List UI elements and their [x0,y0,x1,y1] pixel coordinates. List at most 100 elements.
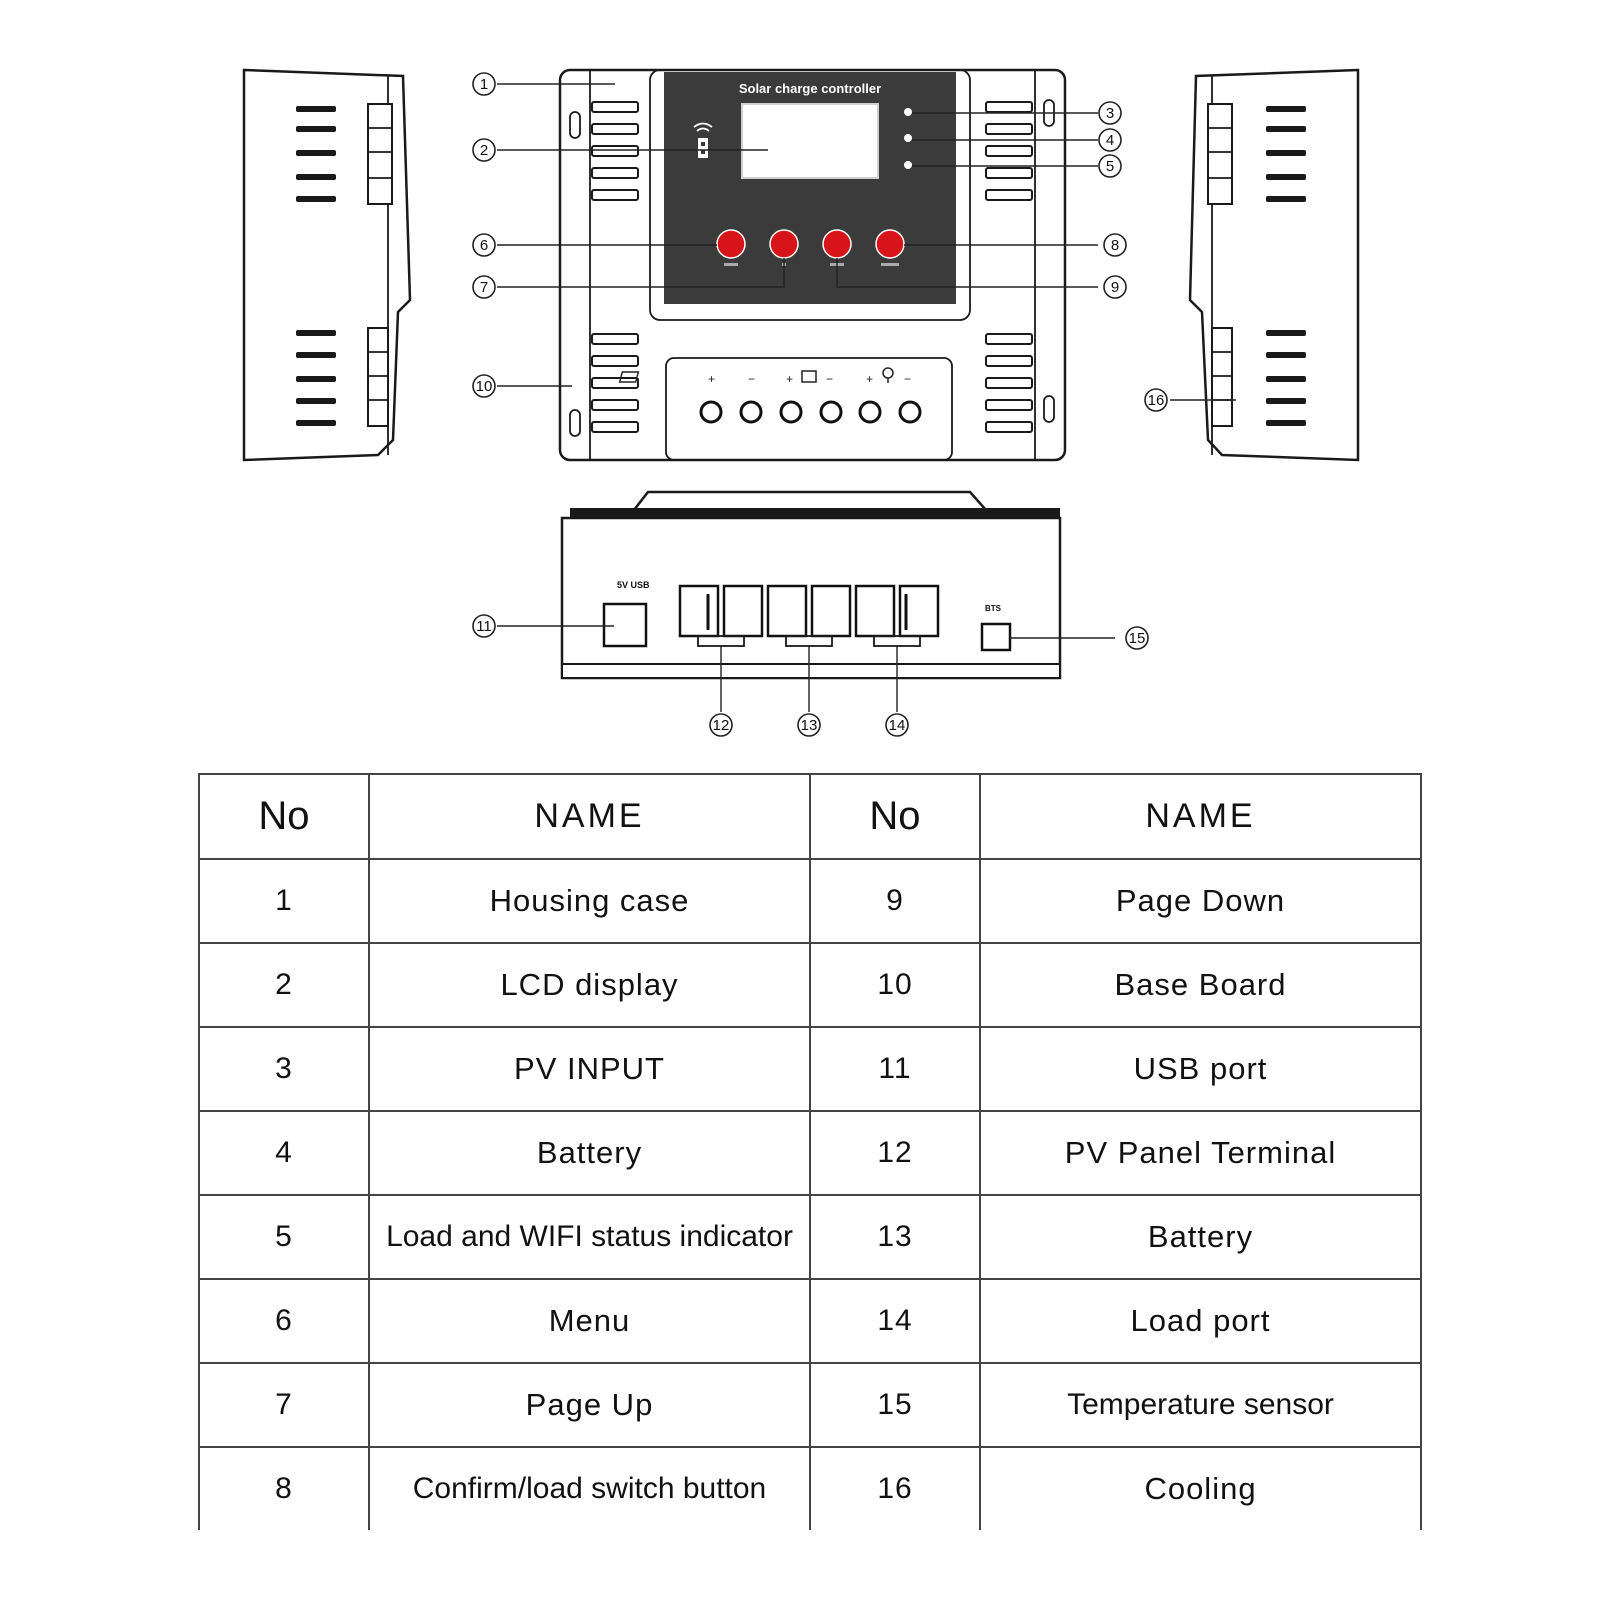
cell-name-left: Confirm/load switch button [368,1446,811,1530]
table-row: 3 PV INPUT 11 USB port [198,1026,1422,1112]
leader-lines [497,83,1236,712]
page-down-button[interactable] [822,229,852,259]
confirm-button[interactable] [875,229,905,259]
cell-no-left: 5 [198,1194,370,1280]
terminal-block [678,584,720,638]
wifi-icon [693,122,713,158]
callout-9: 9 [1103,275,1127,299]
header-no-left: No [198,773,370,860]
header-name-left: NAME [368,773,811,860]
callout-11: 11 [472,614,496,638]
minus-sign-icon: − [826,372,833,386]
plus-sign-icon: + [786,372,793,386]
terminal-screw [858,400,882,424]
callout-15: 15 [1125,626,1149,650]
menu-button[interactable] [716,229,746,259]
cell-no-right: 16 [809,1446,981,1530]
terminal-block [766,584,808,638]
cell-no-left: 6 [198,1278,370,1364]
callout-2: 2 [472,138,496,162]
svg-text:13: 13 [801,717,818,734]
svg-text:16: 16 [1148,392,1165,409]
controller-diagram: Solar charge controller [242,68,1360,737]
button-caption-mark [724,263,738,266]
table-header-row: No NAME No NAME [198,773,1422,860]
front-left-vents [591,101,639,433]
terminal-screw [898,400,922,424]
front-view: Solar charge controller [558,68,1067,462]
table-row: 5 Load and WIFI status indicator 13 Batt… [198,1194,1422,1280]
cell-no-right: 12 [809,1110,981,1196]
bulb-icon [882,367,894,383]
led-battery [904,134,912,142]
table-row: 6 Menu 14 Load port [198,1278,1422,1364]
svg-text:7: 7 [480,279,488,296]
table-row: 8 Confirm/load switch button 16 Cooling [198,1446,1422,1530]
usb-label: 5V USB [617,580,650,590]
mount-slot [1043,395,1055,423]
terminal-screw [699,400,723,424]
cell-no-left: 2 [198,942,370,1028]
callout-8: 8 [1103,233,1127,257]
svg-text:9: 9 [1111,279,1119,296]
table-row: 2 LCD display 10 Base Board [198,942,1422,1028]
cell-no-right: 11 [809,1026,981,1112]
svg-text:8: 8 [1111,237,1119,254]
mount-slot [569,409,581,437]
solar-panel-icon [618,371,640,383]
mount-slot [569,111,581,139]
svg-text:5: 5 [1106,158,1114,175]
table-row: 7 Page Up 15 Temperature sensor [198,1362,1422,1448]
svg-text:6: 6 [480,237,488,254]
svg-text:15: 15 [1129,630,1146,647]
callout-3: 3 [1098,101,1122,125]
cell-name-right: PV Panel Terminal [979,1110,1422,1196]
cell-no-left: 4 [198,1110,370,1196]
callout-6: 6 [472,233,496,257]
callout-7: 7 [472,275,496,299]
cell-name-right: Temperature sensor [979,1362,1422,1448]
header-name-right: NAME [979,773,1422,860]
cell-no-left: 7 [198,1362,370,1448]
front-right-vents [985,101,1033,433]
right-side-view [1188,68,1360,462]
cell-no-right: 15 [809,1362,981,1448]
lcd-screen [741,103,879,179]
lcd-header-text: Solar charge controller [739,81,881,96]
callout-16: 16 [1144,388,1168,412]
cell-name-left: Battery [368,1110,811,1196]
svg-text:14: 14 [889,717,906,734]
cell-name-left: Housing case [368,858,811,944]
cell-name-left: PV INPUT [368,1026,811,1112]
battery-icon [801,370,817,383]
minus-sign-icon: − [748,372,755,386]
terminal-block [722,584,764,638]
left-side-view [242,68,412,462]
terminal-screw [779,400,803,424]
usb-port [602,602,648,648]
terminal-screw [819,400,843,424]
led-pv-input [904,108,912,116]
svg-text:11: 11 [476,618,492,635]
terminal-block [810,584,852,638]
terminal-block [854,584,896,638]
parts-table: No NAME No NAME 1 Housing case 9 Page Do… [198,773,1422,1530]
temperature-sensor-port [980,622,1012,652]
svg-text:2: 2 [480,142,488,159]
header-no-right: No [809,773,981,860]
cell-no-right: 14 [809,1278,981,1364]
page-up-button[interactable] [769,229,799,259]
button-caption-mark [881,263,899,266]
callout-13: 13 [797,713,821,737]
cell-name-right: Page Down [979,858,1422,944]
table-row: 4 Battery 12 PV Panel Terminal [198,1110,1422,1196]
minus-sign-icon: − [904,372,911,386]
cell-no-right: 9 [809,858,981,944]
callout-14: 14 [885,713,909,737]
cell-no-left: 1 [198,858,370,944]
cell-no-left: 3 [198,1026,370,1112]
cell-name-right: Base Board [979,942,1422,1028]
cell-name-left: Menu [368,1278,811,1364]
svg-text:12: 12 [713,717,730,734]
bottom-view: 5V USB BTS [560,490,1062,680]
